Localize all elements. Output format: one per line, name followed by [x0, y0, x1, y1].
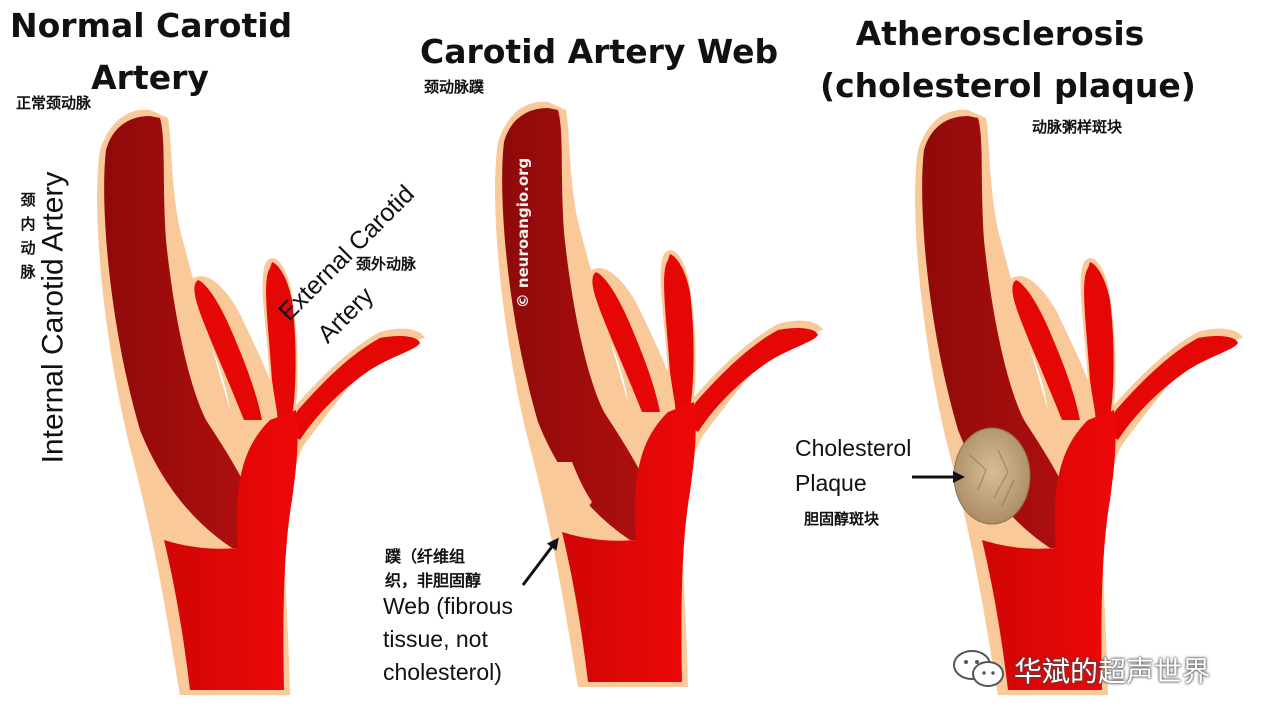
web-notch: [554, 462, 592, 510]
web-annotation-cn-line1: 蹼（纤维组: [385, 547, 466, 566]
copyright-watermark: © neuroangio.org: [514, 157, 532, 309]
web-artery-shape: [495, 101, 823, 687]
web-title-cn: 颈动脉蹼: [424, 78, 485, 96]
cholesterol-plaque: [953, 427, 1031, 525]
normal-title-line1: Normal Carotid: [10, 6, 293, 45]
web-annotation-cn-line2: 织，非胆固醇: [385, 571, 482, 590]
normal-title-line2: Artery: [91, 58, 209, 97]
internal-carotid-label: Internal Carotid Artery: [36, 171, 70, 464]
plaque-title-cn: 动脉粥样斑块: [1032, 118, 1123, 136]
plaque-annotation-cn: 胆固醇斑块: [804, 510, 880, 528]
internal-carotid-cn: 颈内动脉: [20, 191, 36, 281]
external-carotid-cn: 颈外动脉: [356, 255, 417, 273]
watermark-text: 华斌的超声世界: [1014, 655, 1211, 688]
web-title: Carotid Artery Web: [420, 32, 779, 71]
normal-title-cn: 正常颈动脉: [16, 94, 92, 112]
web-annotation-line2: tissue, not: [383, 626, 488, 652]
plaque-annotation-line2: Plaque: [795, 470, 867, 496]
plaque-artery-shape: [915, 109, 1243, 695]
plaque-annotation-line1: Cholesterol: [795, 435, 912, 461]
plaque-title-line2: (cholesterol plaque): [820, 66, 1196, 105]
web-annotation-line3: cholesterol): [383, 659, 502, 685]
web-annotation-line1: Web (fibrous: [383, 593, 513, 619]
web-annotation-arrow: [521, 537, 559, 586]
wechat-icon: [950, 648, 1010, 694]
plaque-title-line1: Atherosclerosis: [855, 14, 1145, 53]
normal-artery-shape: [97, 109, 425, 695]
